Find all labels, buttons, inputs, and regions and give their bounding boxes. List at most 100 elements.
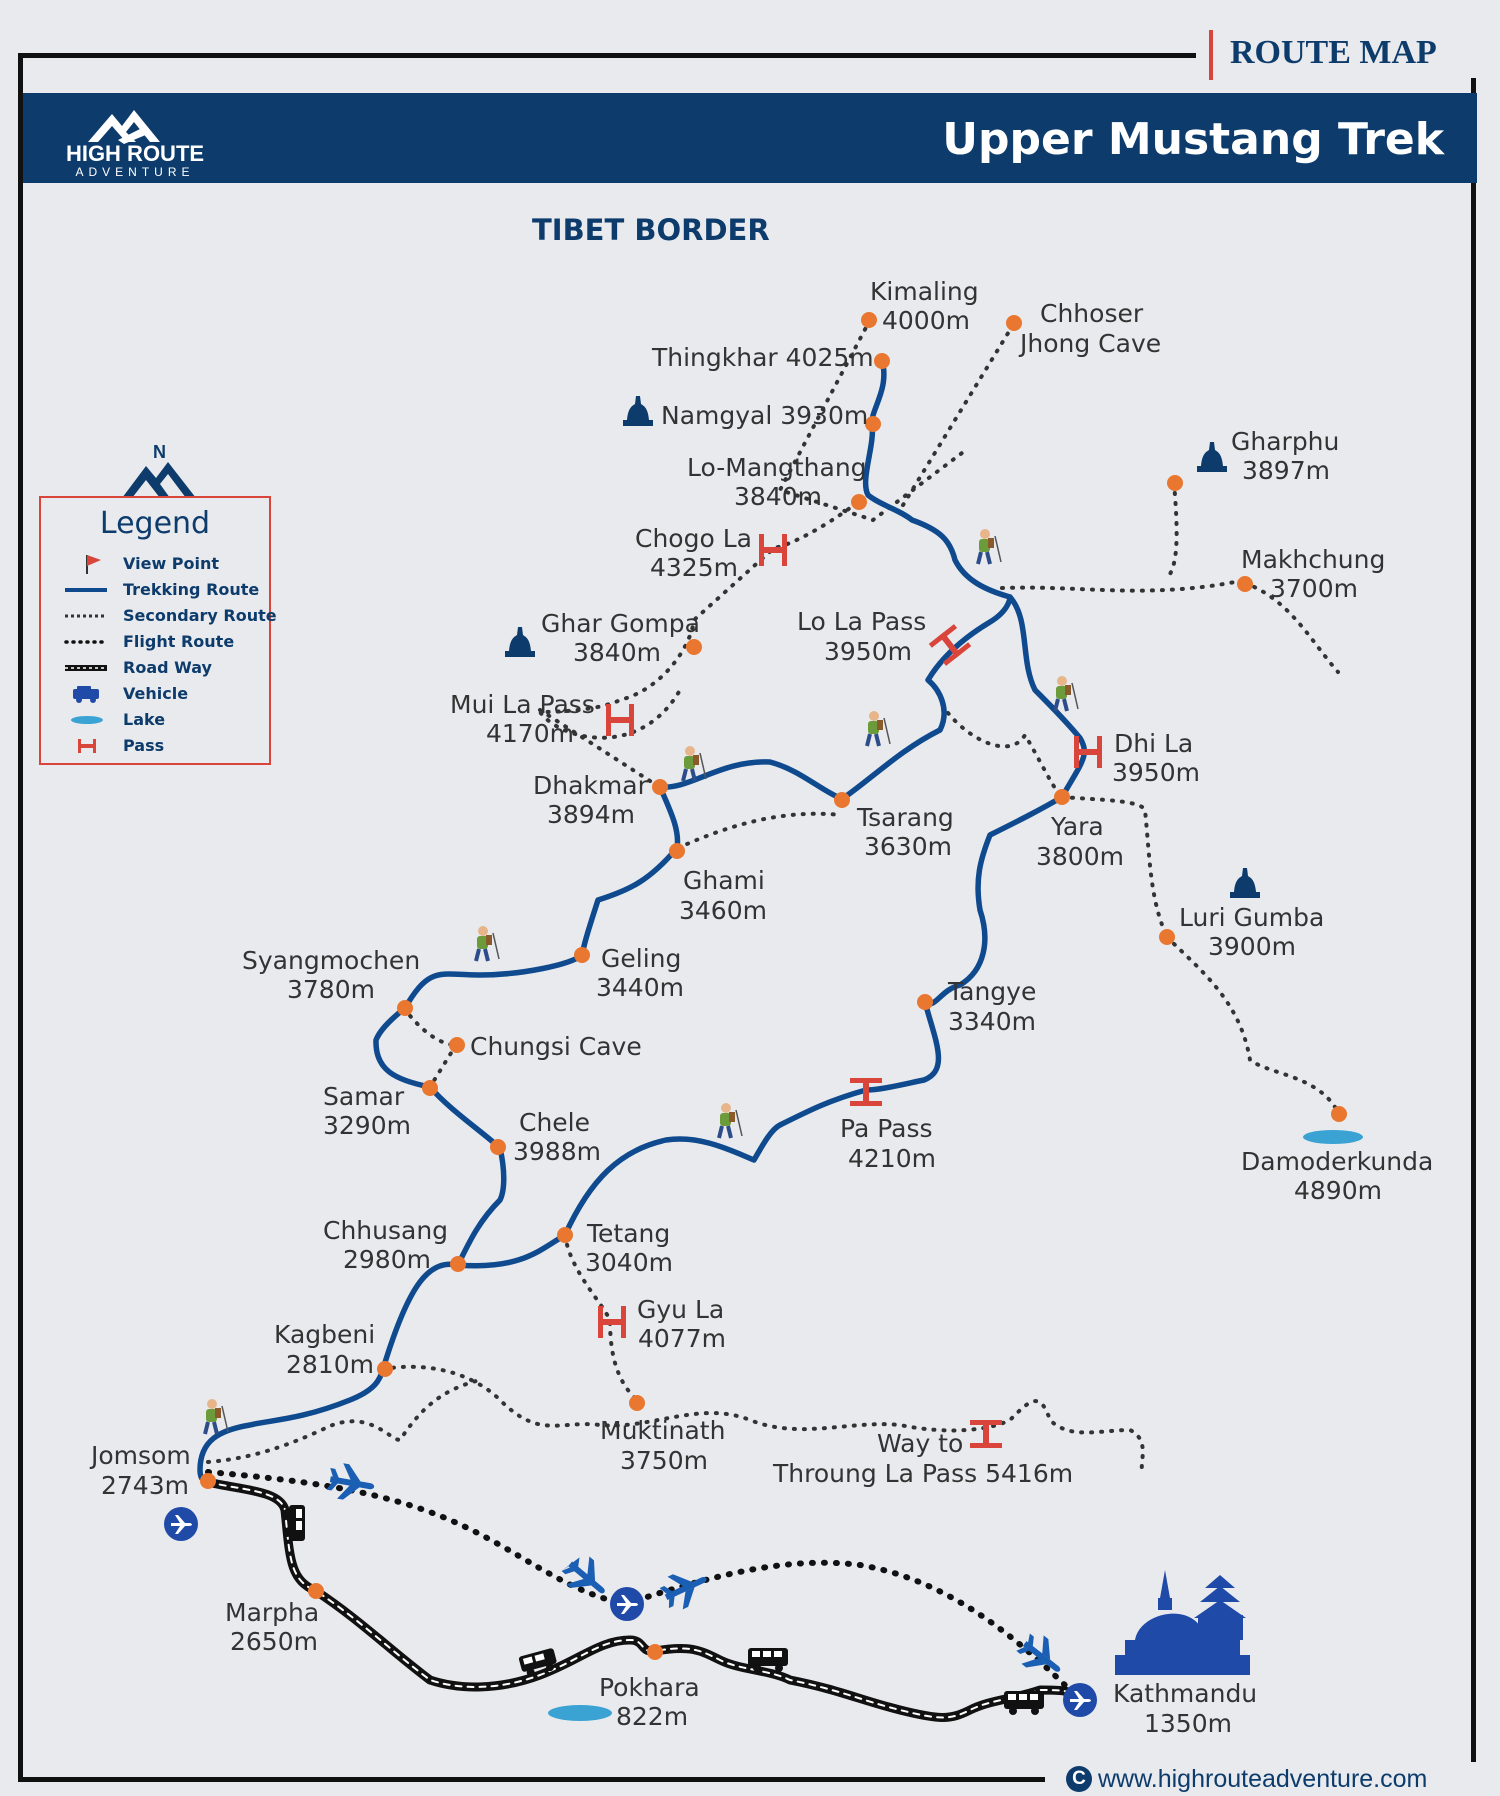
- secondary-route: [898, 323, 1015, 512]
- stop-dhakmar: [652, 779, 668, 795]
- stop-chhoser: [1006, 315, 1022, 331]
- monastery-markers: [505, 396, 1260, 898]
- stop-chungsi-cave: [449, 1037, 465, 1053]
- place-elev: 3950m: [824, 637, 912, 666]
- pass-icon: [850, 1078, 882, 1106]
- place-elev: 2743m: [101, 1471, 189, 1500]
- secondary-route: [563, 1233, 639, 1402]
- stupa-icon: [1115, 1570, 1250, 1675]
- secondary-line-icon: [65, 614, 107, 618]
- monastery-icon: [1197, 442, 1227, 472]
- lake-icon: [71, 716, 103, 724]
- stop-makhchung: [1237, 576, 1253, 592]
- place-name: Kimaling: [870, 277, 979, 306]
- vehicle-icon: [518, 1648, 557, 1677]
- trekker-icon: [681, 746, 707, 782]
- secondary-route: [206, 1378, 482, 1464]
- monastery-icon: [505, 627, 535, 657]
- stop-samar: [422, 1080, 438, 1096]
- place-name: Yara: [1050, 812, 1104, 841]
- stop-muktinath: [629, 1395, 645, 1411]
- place-elev: 3894m: [547, 800, 635, 829]
- place-name: Luri Gumba: [1179, 903, 1324, 932]
- road-line-icon: [65, 665, 107, 671]
- page-title: Upper Mustang Trek: [942, 114, 1444, 165]
- stop-ghami: [669, 843, 685, 859]
- place-name: Geling: [601, 944, 681, 973]
- place-elev: 4000m: [882, 306, 970, 335]
- place-name: Chhoser: [1040, 299, 1144, 328]
- plane-markers: [326, 1463, 1061, 1672]
- airport-markers: [164, 1507, 1097, 1717]
- flight-route: [622, 1559, 1080, 1700]
- secondary-route: [1168, 481, 1179, 576]
- secondary-route: [402, 1006, 458, 1047]
- stop-luri-gumba: [1159, 929, 1175, 945]
- stop-syangmochen: [397, 1000, 413, 1016]
- legend-item-road-way: Road Way: [41, 656, 271, 680]
- place-name: Tangye: [947, 977, 1036, 1006]
- place-name: Lo La Pass: [797, 607, 926, 636]
- place-elev: 3840m: [734, 482, 822, 511]
- trekker-icon: [865, 711, 891, 747]
- airport-icon: [610, 1587, 644, 1621]
- trekker-icon: [203, 1399, 229, 1435]
- legend-label: View Point: [123, 554, 220, 573]
- stop-markers: [200, 312, 1347, 1660]
- website-link[interactable]: www.highrouteadventure.com: [1098, 1765, 1428, 1793]
- legend-item-vehicle: Vehicle: [41, 682, 271, 706]
- place-elev: 4210m: [848, 1144, 936, 1173]
- place-elev: 4890m: [1294, 1176, 1382, 1205]
- trekking-line-icon: [65, 588, 107, 592]
- stop-geling: [574, 947, 590, 963]
- place-name: Chogo La: [635, 524, 752, 553]
- place-elev: 3897m: [1242, 456, 1330, 485]
- place-name: Samar: [323, 1082, 405, 1111]
- secondary-route: [1060, 795, 1169, 939]
- place-name: Chhusang: [323, 1216, 448, 1245]
- place-elev: 3700m: [1270, 574, 1358, 603]
- plane-icon: [1016, 1633, 1061, 1672]
- place-name: Tetang: [586, 1219, 670, 1248]
- pass-icon: [598, 1306, 626, 1338]
- secondary-route: [1165, 935, 1341, 1116]
- trekker-icon: [976, 529, 1002, 565]
- stop-tangye: [917, 994, 933, 1010]
- place-elev: 4325m: [650, 553, 738, 582]
- place-name: Tsarang: [856, 803, 954, 832]
- pass-icon: [759, 534, 787, 566]
- trekking-route: [380, 357, 1087, 1372]
- stop-pokhara: [647, 1644, 663, 1660]
- footer-background: [1045, 1762, 1495, 1796]
- legend-item-trekking-route: Trekking Route: [41, 578, 271, 602]
- trekking-route: [197, 1366, 386, 1485]
- legend-item-secondary-route: Secondary Route: [41, 604, 277, 628]
- place-elev: Jhong Cave: [1018, 329, 1161, 358]
- trekker-icon: [1053, 676, 1079, 712]
- legend-label: Pass: [123, 736, 165, 755]
- place-name: Ghar Gompa: [541, 609, 700, 638]
- place-elev: 2980m: [343, 1245, 431, 1274]
- logo-subtitle: ADVENTURE: [75, 165, 195, 179]
- legend-label: Road Way: [123, 658, 212, 677]
- region-label: TIBET BORDER: [532, 213, 770, 247]
- trekking-route: [657, 594, 1013, 802]
- lake-icon: [548, 1705, 612, 1721]
- stop-kimaling: [861, 312, 877, 328]
- pass-markers: [598, 534, 1102, 1448]
- place-elev: 3290m: [323, 1111, 411, 1140]
- place-name: Syangmochen: [242, 946, 420, 975]
- place-elev: 1350m: [1144, 1709, 1232, 1738]
- airport-icon: [1063, 1683, 1097, 1717]
- place-name: Dhi La: [1114, 729, 1193, 758]
- place-elev: 3340m: [948, 1007, 1036, 1036]
- place-elev: 2650m: [230, 1627, 318, 1656]
- place-name: Gyu La: [637, 1295, 724, 1324]
- header-band: [23, 93, 1477, 183]
- place-elev: 3750m: [620, 1446, 708, 1475]
- secondary-route: [536, 501, 859, 740]
- place-elev: 3630m: [864, 832, 952, 861]
- trekker-markers: [203, 529, 1079, 1435]
- legend-label: Secondary Route: [123, 606, 277, 625]
- pass-icon: [1074, 736, 1102, 768]
